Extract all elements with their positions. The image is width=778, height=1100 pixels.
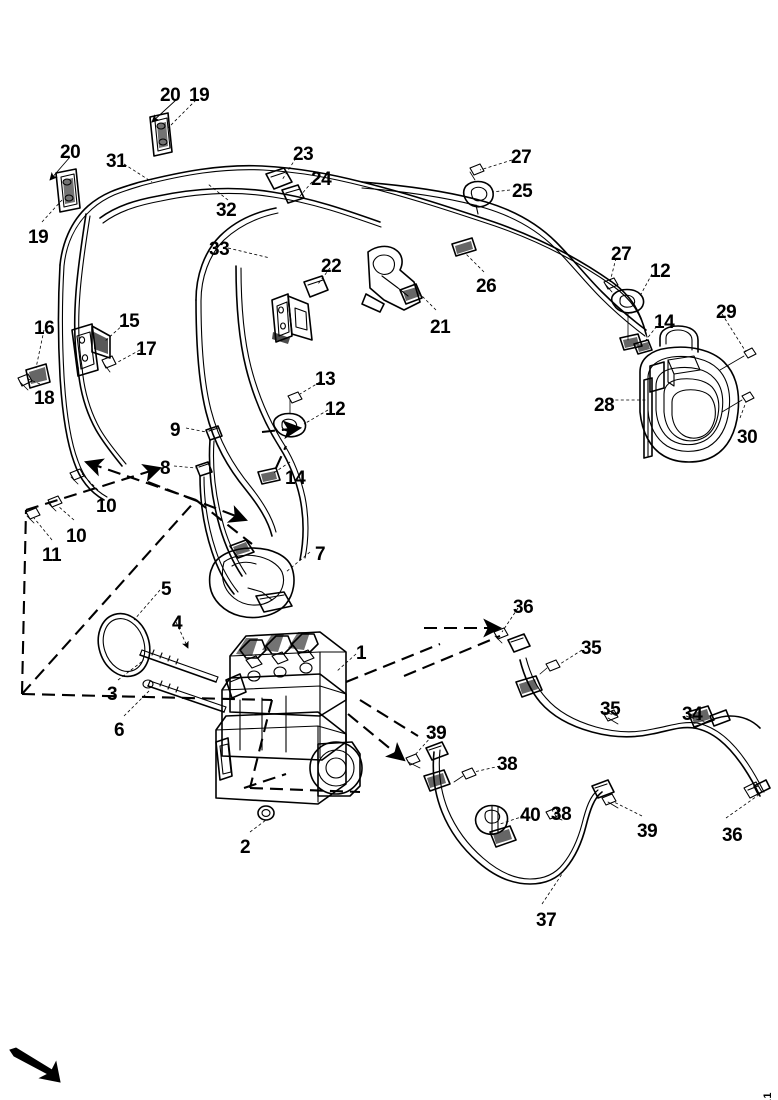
callout-30: 30	[737, 427, 758, 448]
callout-20-top: 20	[160, 85, 181, 106]
callout-12-center: 12	[325, 399, 346, 420]
callout-23: 23	[293, 144, 314, 165]
callout-27-upper: 27	[511, 147, 532, 168]
callout-5: 5	[161, 579, 172, 600]
callout-32: 32	[216, 200, 237, 221]
callout-34: 34	[682, 704, 703, 725]
callout-38-left: 38	[497, 754, 518, 775]
callout-19-top: 19	[189, 85, 210, 106]
callout-10-lower: 10	[66, 526, 87, 547]
right-fuel-line-assembly	[361, 181, 647, 337]
callout-26: 26	[476, 276, 497, 297]
callout-36-upper: 36	[513, 597, 534, 618]
clamp-26	[451, 237, 477, 257]
clamp-14-right	[619, 333, 653, 355]
bolt-27-upper	[469, 163, 485, 181]
callout-9: 9	[170, 420, 181, 441]
callout-16: 16	[34, 318, 55, 339]
bolts-10-11	[25, 468, 85, 524]
callout-29: 29	[716, 302, 737, 323]
clamp-22	[303, 275, 329, 298]
callout-31: 31	[106, 151, 127, 172]
callout-38-right: 38	[551, 804, 572, 825]
callout-33: 33	[209, 239, 230, 260]
callout-8: 8	[160, 458, 171, 479]
direction-arrow-icon	[9, 1047, 61, 1083]
callout-7: 7	[315, 544, 326, 565]
callout-28-reservoir: 28	[594, 395, 615, 416]
callout-3: 3	[107, 684, 118, 705]
callout-39-right: 39	[637, 821, 658, 842]
bracket-center-plate	[271, 293, 313, 344]
reservoir-fasteners	[719, 347, 757, 413]
callout-36-right: 36	[722, 825, 743, 846]
callout-37: 37	[536, 910, 557, 931]
callout-35-lower: 35	[600, 699, 621, 720]
rod-8-9	[195, 425, 247, 595]
callout-14-center: 14	[285, 468, 306, 489]
callout-12-right: 12	[650, 261, 671, 282]
callout-11: 11	[42, 545, 62, 566]
callout-24: 24	[311, 169, 332, 190]
callout-39-left: 39	[426, 723, 447, 744]
callout-10-upper: 10	[96, 496, 117, 517]
o-ring-gasket	[97, 612, 151, 678]
nut-2	[257, 805, 275, 821]
connector-23-24	[265, 167, 305, 204]
callout-22: 22	[321, 256, 342, 277]
pump-housing-cover	[208, 539, 295, 619]
callout-21: 21	[430, 317, 451, 338]
callout-40: 40	[520, 805, 541, 826]
callout-35-upper: 35	[581, 638, 602, 659]
clip-19-20-top	[149, 112, 173, 157]
callout-13: 13	[315, 369, 336, 390]
callout-14-right: 14	[654, 312, 675, 333]
callout-25: 25	[512, 181, 533, 202]
callout-27-right: 27	[611, 244, 632, 265]
callout-2: 2	[240, 837, 251, 858]
fluid-reservoir	[639, 325, 740, 463]
bracket-21	[361, 245, 423, 313]
clamp-25	[462, 180, 494, 215]
clip-19-20-left	[55, 168, 81, 213]
explode-axis-lines	[20, 420, 503, 794]
callout-4: 4	[172, 613, 183, 634]
lower-hose-assembly	[405, 627, 771, 885]
shafts-3-4-6	[139, 649, 227, 713]
callout-leaders	[25, 99, 761, 905]
callout-18: 18	[34, 388, 55, 409]
callout-6: 6	[114, 720, 125, 741]
callout-15: 15	[119, 311, 140, 332]
callout-20-left: 20	[60, 142, 81, 163]
clamp-14-center	[257, 467, 281, 485]
bracket-15-17	[17, 323, 117, 391]
sheet-code-label: 388 0&1	[762, 1092, 774, 1100]
callout-17: 17	[136, 339, 157, 360]
injection-pump-body	[215, 631, 363, 805]
callout-19-left: 19	[28, 227, 49, 248]
callout-1: 1	[356, 643, 367, 664]
upper-fuel-line-assembly	[57, 164, 648, 561]
